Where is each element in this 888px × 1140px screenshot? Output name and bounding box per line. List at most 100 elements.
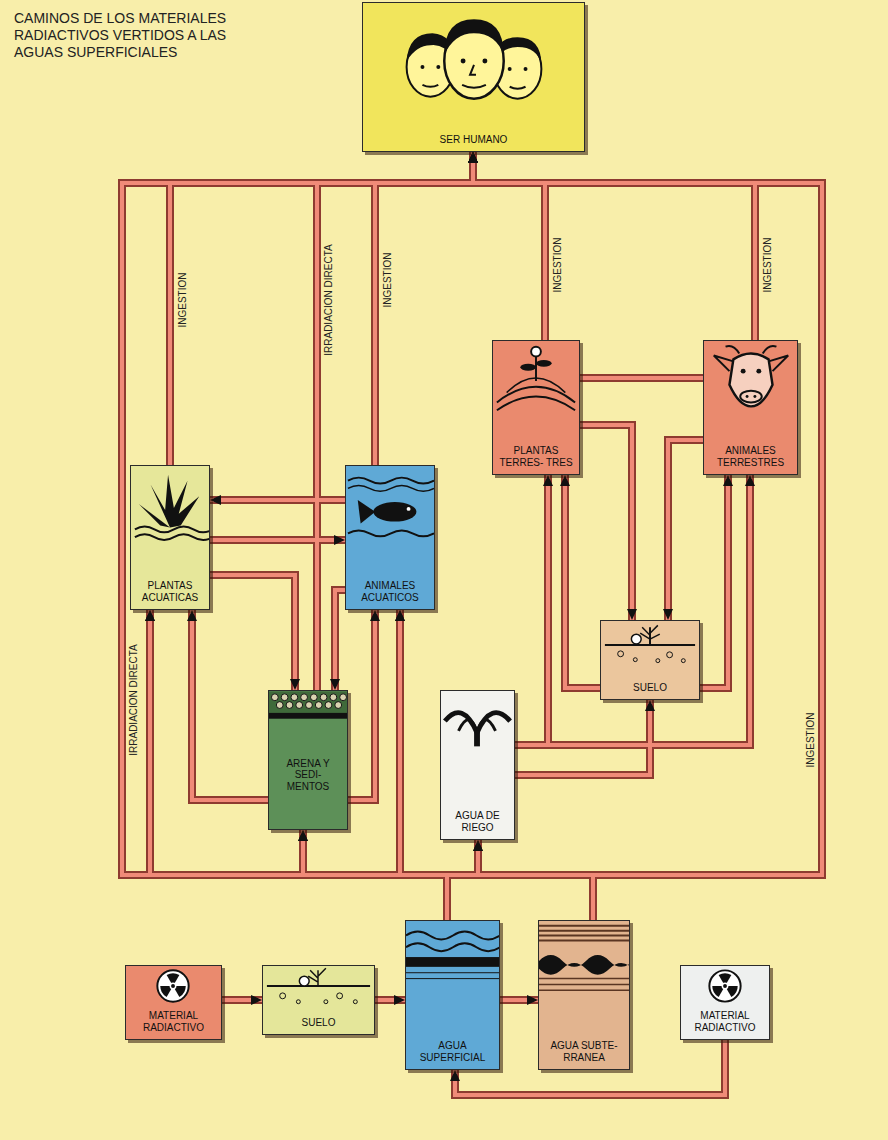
pipe-connector [515, 475, 548, 745]
edge-label: IRRADIACION DIRECTA [323, 244, 335, 356]
arrowhead [251, 995, 262, 1005]
arrowhead [543, 475, 553, 486]
edge-label: IRRADIACION DIRECTA [128, 644, 140, 756]
pipe-connector [580, 374, 703, 382]
irrigation-water-box: AGUA DE RIEGO [440, 690, 515, 840]
node-label: ANIMALES ACUATICOS [350, 580, 430, 603]
soil-box: SUELO [600, 620, 700, 700]
aquatic-plant-icon [131, 466, 209, 544]
arrowhead [663, 609, 673, 620]
arrowhead [468, 152, 478, 163]
arrowhead [468, 152, 478, 163]
edge-label: INGESTION [551, 237, 563, 292]
arrowhead-layer [145, 152, 755, 1081]
pipe-connector [565, 475, 600, 688]
arrowhead [395, 610, 405, 621]
radiation-symbol [126, 966, 221, 1006]
connector-fill-layer [122, 152, 822, 1095]
diagram-title: CAMINOS DE LOS MATERIALES RADIACTIVOS VE… [14, 10, 264, 60]
edge-label: INGESTION [176, 272, 188, 327]
pipe-connector [303, 830, 593, 920]
node-label: AGUA SUBTE- RRANEA [543, 1040, 625, 1063]
pipe-connector [580, 376, 703, 380]
pipe-connector [580, 425, 632, 620]
node-label: SER HUMANO [367, 134, 580, 146]
pipe-connector [515, 475, 750, 745]
arrowhead [560, 475, 570, 486]
terrestrial-animals-box: ANIMALES TERRESTRES [703, 340, 798, 475]
pipe-connector [473, 152, 545, 340]
pipe-connector [515, 700, 650, 775]
arrowhead [394, 995, 405, 1005]
pipe-connector [335, 590, 345, 690]
arrowhead [298, 830, 308, 841]
arrowhead [187, 610, 197, 621]
arrowhead [645, 700, 655, 711]
pipe-connector [348, 610, 375, 800]
arrowhead [468, 152, 478, 163]
pipe-connector [150, 610, 593, 920]
pipe-connector [170, 152, 473, 465]
radioactive-source-box: MATERIAL RADIACTIVO [125, 965, 222, 1040]
terrestrial-plant-icon [493, 341, 579, 413]
pipe-connector [150, 610, 593, 920]
pipe-connector [192, 610, 268, 800]
pipe-connector [580, 425, 632, 620]
sediment-icon [269, 691, 347, 723]
arrowhead [627, 609, 637, 620]
pipe-connector [473, 152, 755, 340]
pipe-connector [170, 152, 473, 465]
arrowhead [145, 610, 155, 621]
arrowhead [468, 152, 478, 163]
surface-water-box: AGUA SUPERFICIAL [405, 920, 500, 1070]
pipe-connector [375, 996, 405, 1004]
aquatic-plants-box: PLANTAS ACUATICAS [130, 465, 210, 610]
pipe-connector [473, 152, 822, 920]
pipe-connector [447, 840, 478, 920]
pipe-connector [447, 840, 478, 920]
arrowhead [334, 535, 345, 545]
pipe-connector [375, 152, 473, 465]
sprinkler-icon [441, 691, 514, 755]
arrowhead [468, 152, 478, 163]
pipe-connector [348, 610, 375, 800]
arrowhead [298, 830, 308, 841]
pipe-connector [210, 575, 295, 690]
pipe-connector [668, 440, 703, 620]
pipe-connector [210, 536, 345, 544]
surface-water-icon [406, 921, 499, 999]
fish-icon [346, 466, 434, 544]
arrowhead [473, 840, 483, 851]
arrowhead [145, 610, 155, 621]
node-label: ARENA Y SEDI- MENTOS [273, 758, 343, 793]
node-label: ANIMALES TERRESTRES [708, 445, 793, 468]
pipe-connector [335, 590, 345, 690]
arrowhead [370, 610, 380, 621]
pipe-connector [303, 830, 593, 920]
node-label: AGUA DE RIEGO [445, 810, 510, 833]
arrowhead [290, 679, 300, 690]
pipe-connector [473, 152, 822, 920]
human-box: SER HUMANO [362, 2, 585, 152]
edge-label: INGESTION [381, 252, 393, 307]
arrowhead [468, 152, 478, 163]
arrowhead [468, 152, 478, 163]
pipe-connector [375, 152, 473, 465]
pipe-connector [210, 538, 345, 542]
arrowhead [468, 152, 478, 163]
edge-label: INGESTION [761, 237, 773, 292]
pipe-connector [122, 152, 593, 920]
groundwater-box: AGUA SUBTE- RRANEA [538, 920, 630, 1070]
arrowhead [450, 1070, 460, 1081]
arrowhead [723, 475, 733, 486]
soil-icon [601, 621, 699, 667]
pipe-connector [210, 496, 345, 504]
node-label: PLANTAS TERRES- TRES [497, 445, 575, 468]
node-label: MATERIAL RADIACTIVO [685, 1010, 765, 1033]
aquatic-animals-box: ANIMALES ACUATICOS [345, 465, 435, 610]
pipe-connector [210, 575, 295, 690]
soil-box: SUELO [262, 965, 375, 1035]
pipe-connector [222, 996, 262, 1004]
